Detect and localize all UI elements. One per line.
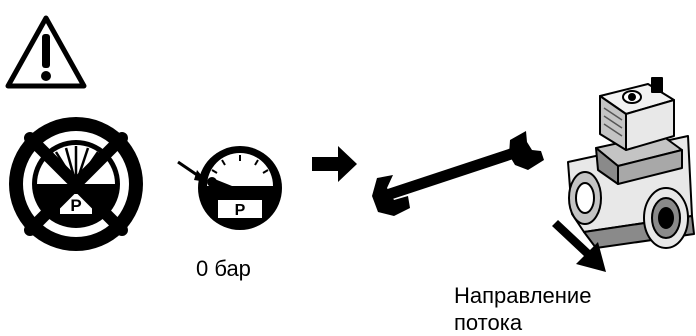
wrench-icon (372, 131, 544, 216)
pressure-label: 0 бар (196, 256, 251, 281)
flow-direction-label-line2: потока (454, 310, 523, 335)
warning-icon (5, 15, 87, 89)
gauge-letter: P (235, 202, 246, 219)
pressure-gauge-icon: P (177, 146, 282, 230)
flow-direction-label: Направление (454, 283, 592, 308)
gauge-letter-crossed: P (70, 196, 81, 215)
solenoid-valve-icon (567, 77, 695, 249)
no-pressure-icon: P (9, 117, 143, 251)
arrow-right-icon (312, 146, 357, 182)
flow-arrow-icon (552, 220, 606, 272)
